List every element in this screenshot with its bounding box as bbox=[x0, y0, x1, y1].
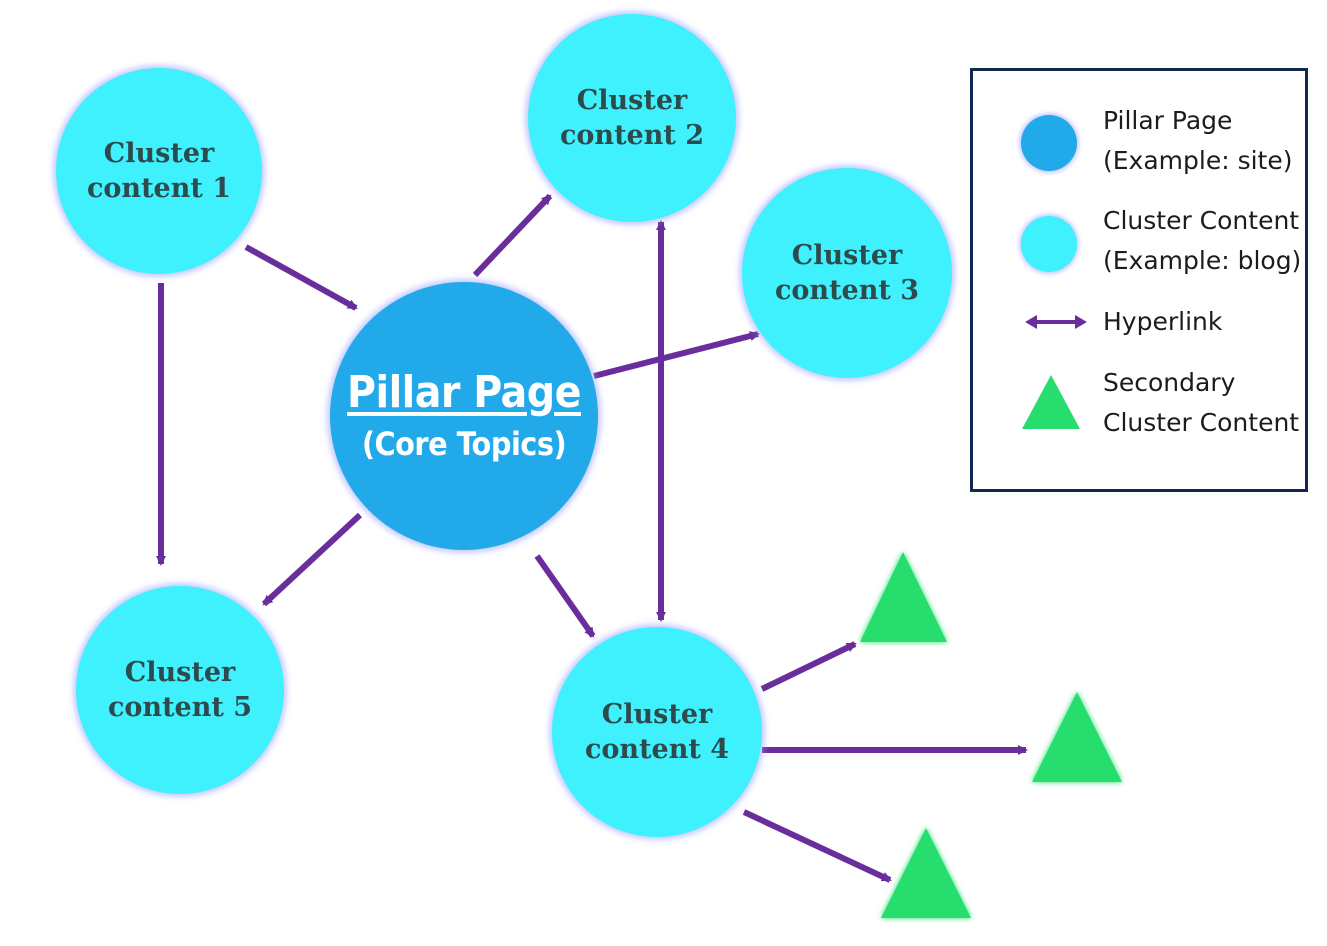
link-cluster4-to-secondary1 bbox=[760, 641, 857, 692]
cluster-label-line2: content 3 bbox=[774, 275, 920, 306]
link-pillar-to-cluster2 bbox=[472, 193, 553, 278]
cluster-circle-icon bbox=[1021, 216, 1077, 272]
secondary-triangle-icon bbox=[1032, 692, 1122, 782]
pillar-page-node: Pillar Page (Core Topics) bbox=[330, 282, 598, 550]
legend-cluster-line1: Cluster Content bbox=[1103, 206, 1300, 235]
legend-secondary-label: Secondary Cluster Content bbox=[1103, 363, 1299, 443]
link-pillar-to-cluster3 bbox=[593, 331, 760, 379]
cluster-content-2-node: Cluster content 2 bbox=[528, 14, 736, 222]
legend-pillar-line2: (Example: site) bbox=[1103, 146, 1293, 175]
secondary-triangle-icon bbox=[881, 828, 971, 918]
link-cluster1-to-pillar bbox=[244, 244, 358, 311]
cluster-label-line1: Cluster bbox=[576, 85, 688, 116]
legend-pillar-line1: Pillar Page bbox=[1103, 106, 1233, 135]
cluster-label-line1: Cluster bbox=[791, 240, 903, 271]
legend-secondary-line1: Secondary bbox=[1103, 368, 1236, 397]
cluster-content-5-node: Cluster content 5 bbox=[76, 586, 284, 794]
cluster-label-line2: content 2 bbox=[559, 120, 705, 151]
cluster-content-4-node: Cluster content 4 bbox=[552, 627, 762, 837]
double-arrow-icon bbox=[1025, 315, 1087, 329]
cluster-content-1-node: Cluster content 1 bbox=[56, 68, 262, 274]
secondary-triangle-icon bbox=[860, 552, 947, 642]
legend-hyperlink-label: Hyperlink bbox=[1103, 307, 1223, 336]
cluster-label-line1: Cluster bbox=[124, 657, 236, 688]
cluster-label-line2: content 4 bbox=[584, 734, 730, 765]
cluster-label-line1: Cluster bbox=[601, 699, 713, 730]
legend: Pillar Page (Example: site) Cluster Cont… bbox=[970, 68, 1308, 492]
cluster-label-line2: content 5 bbox=[107, 692, 253, 723]
pillar-title: Pillar Page bbox=[347, 367, 581, 418]
cluster-content-3-node: Cluster content 3 bbox=[742, 168, 952, 378]
secondary-triangle-icon bbox=[1022, 375, 1080, 429]
legend-cluster-label: Cluster Content (Example: blog) bbox=[1103, 201, 1301, 281]
link-pillar-to-cluster5 bbox=[261, 512, 363, 607]
cluster-label-line1: Cluster bbox=[103, 138, 215, 169]
link-cluster4-to-secondary3 bbox=[742, 809, 892, 883]
legend-pillar-label: Pillar Page (Example: site) bbox=[1103, 101, 1293, 181]
pillar-circle-icon bbox=[1021, 115, 1077, 171]
legend-secondary-line2: Cluster Content bbox=[1103, 408, 1300, 437]
legend-cluster-line2: (Example: blog) bbox=[1103, 246, 1302, 275]
cluster-label-line2: content 1 bbox=[86, 173, 232, 204]
link-pillar-to-cluster4 bbox=[534, 554, 596, 638]
pillar-subtitle: (Core Topics) bbox=[361, 425, 567, 463]
